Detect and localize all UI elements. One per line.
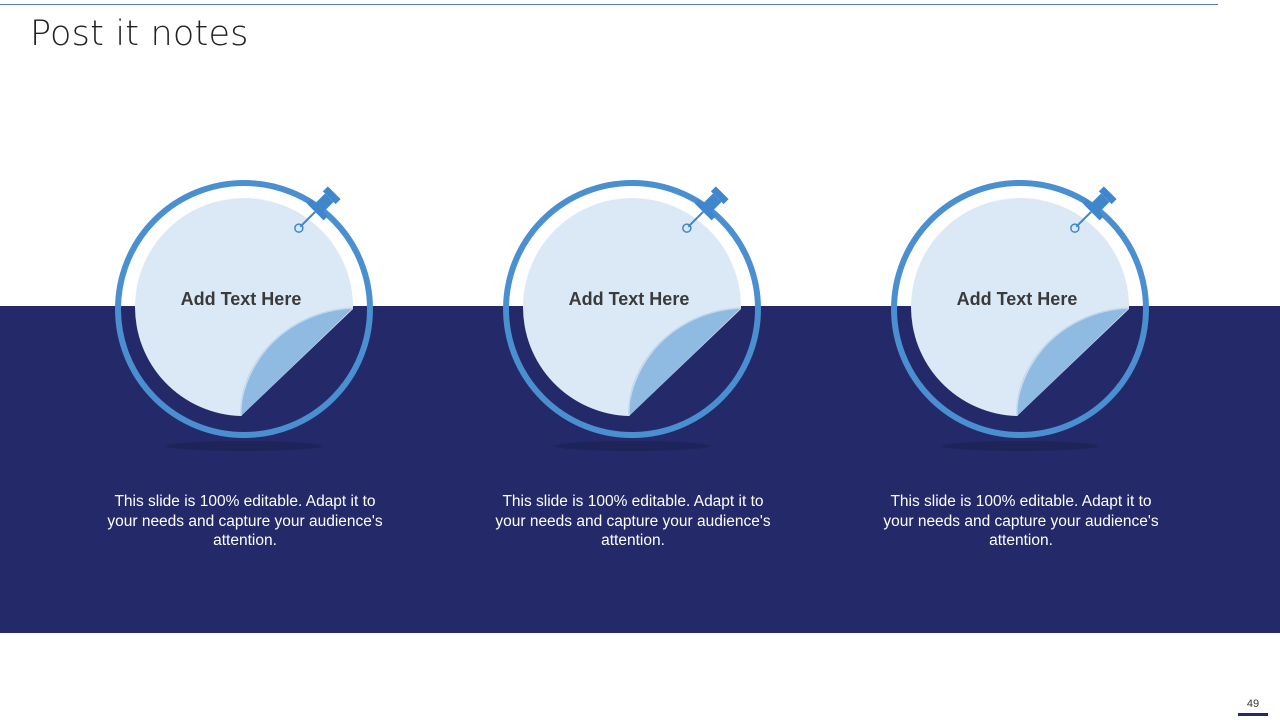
note-heading: Add Text Here [180, 289, 302, 309]
post-it-graphic [115, 180, 373, 451]
note-heading: Add Text Here [956, 289, 1078, 309]
top-rule [0, 4, 1218, 5]
pushpin-icon [294, 186, 341, 233]
post-it-graphic [891, 180, 1149, 451]
post-it-note-1[interactable]: Add Text Here [113, 178, 375, 454]
page-number-underline [1238, 713, 1268, 716]
note-paper [911, 198, 1130, 416]
slide-title: Post it notes [30, 14, 249, 54]
pushpin-icon [1070, 186, 1117, 233]
pushpin-icon [682, 186, 729, 233]
page-number: 49 [1246, 698, 1260, 710]
note-description-2: This slide is 100% editable. Adapt it to… [495, 493, 771, 549]
note-description-1: This slide is 100% editable. Adapt it to… [107, 493, 383, 549]
post-it-note-3[interactable]: Add Text Here [889, 178, 1151, 454]
note-curl [629, 308, 741, 416]
note-curl [241, 308, 353, 416]
note-curl [1017, 308, 1129, 416]
post-it-graphic [503, 180, 761, 451]
note-paper [135, 198, 354, 416]
post-it-note-2[interactable]: Add Text Here [501, 178, 763, 454]
note-description-3: This slide is 100% editable. Adapt it to… [883, 493, 1159, 549]
note-heading: Add Text Here [568, 289, 690, 309]
note-paper [523, 198, 742, 416]
